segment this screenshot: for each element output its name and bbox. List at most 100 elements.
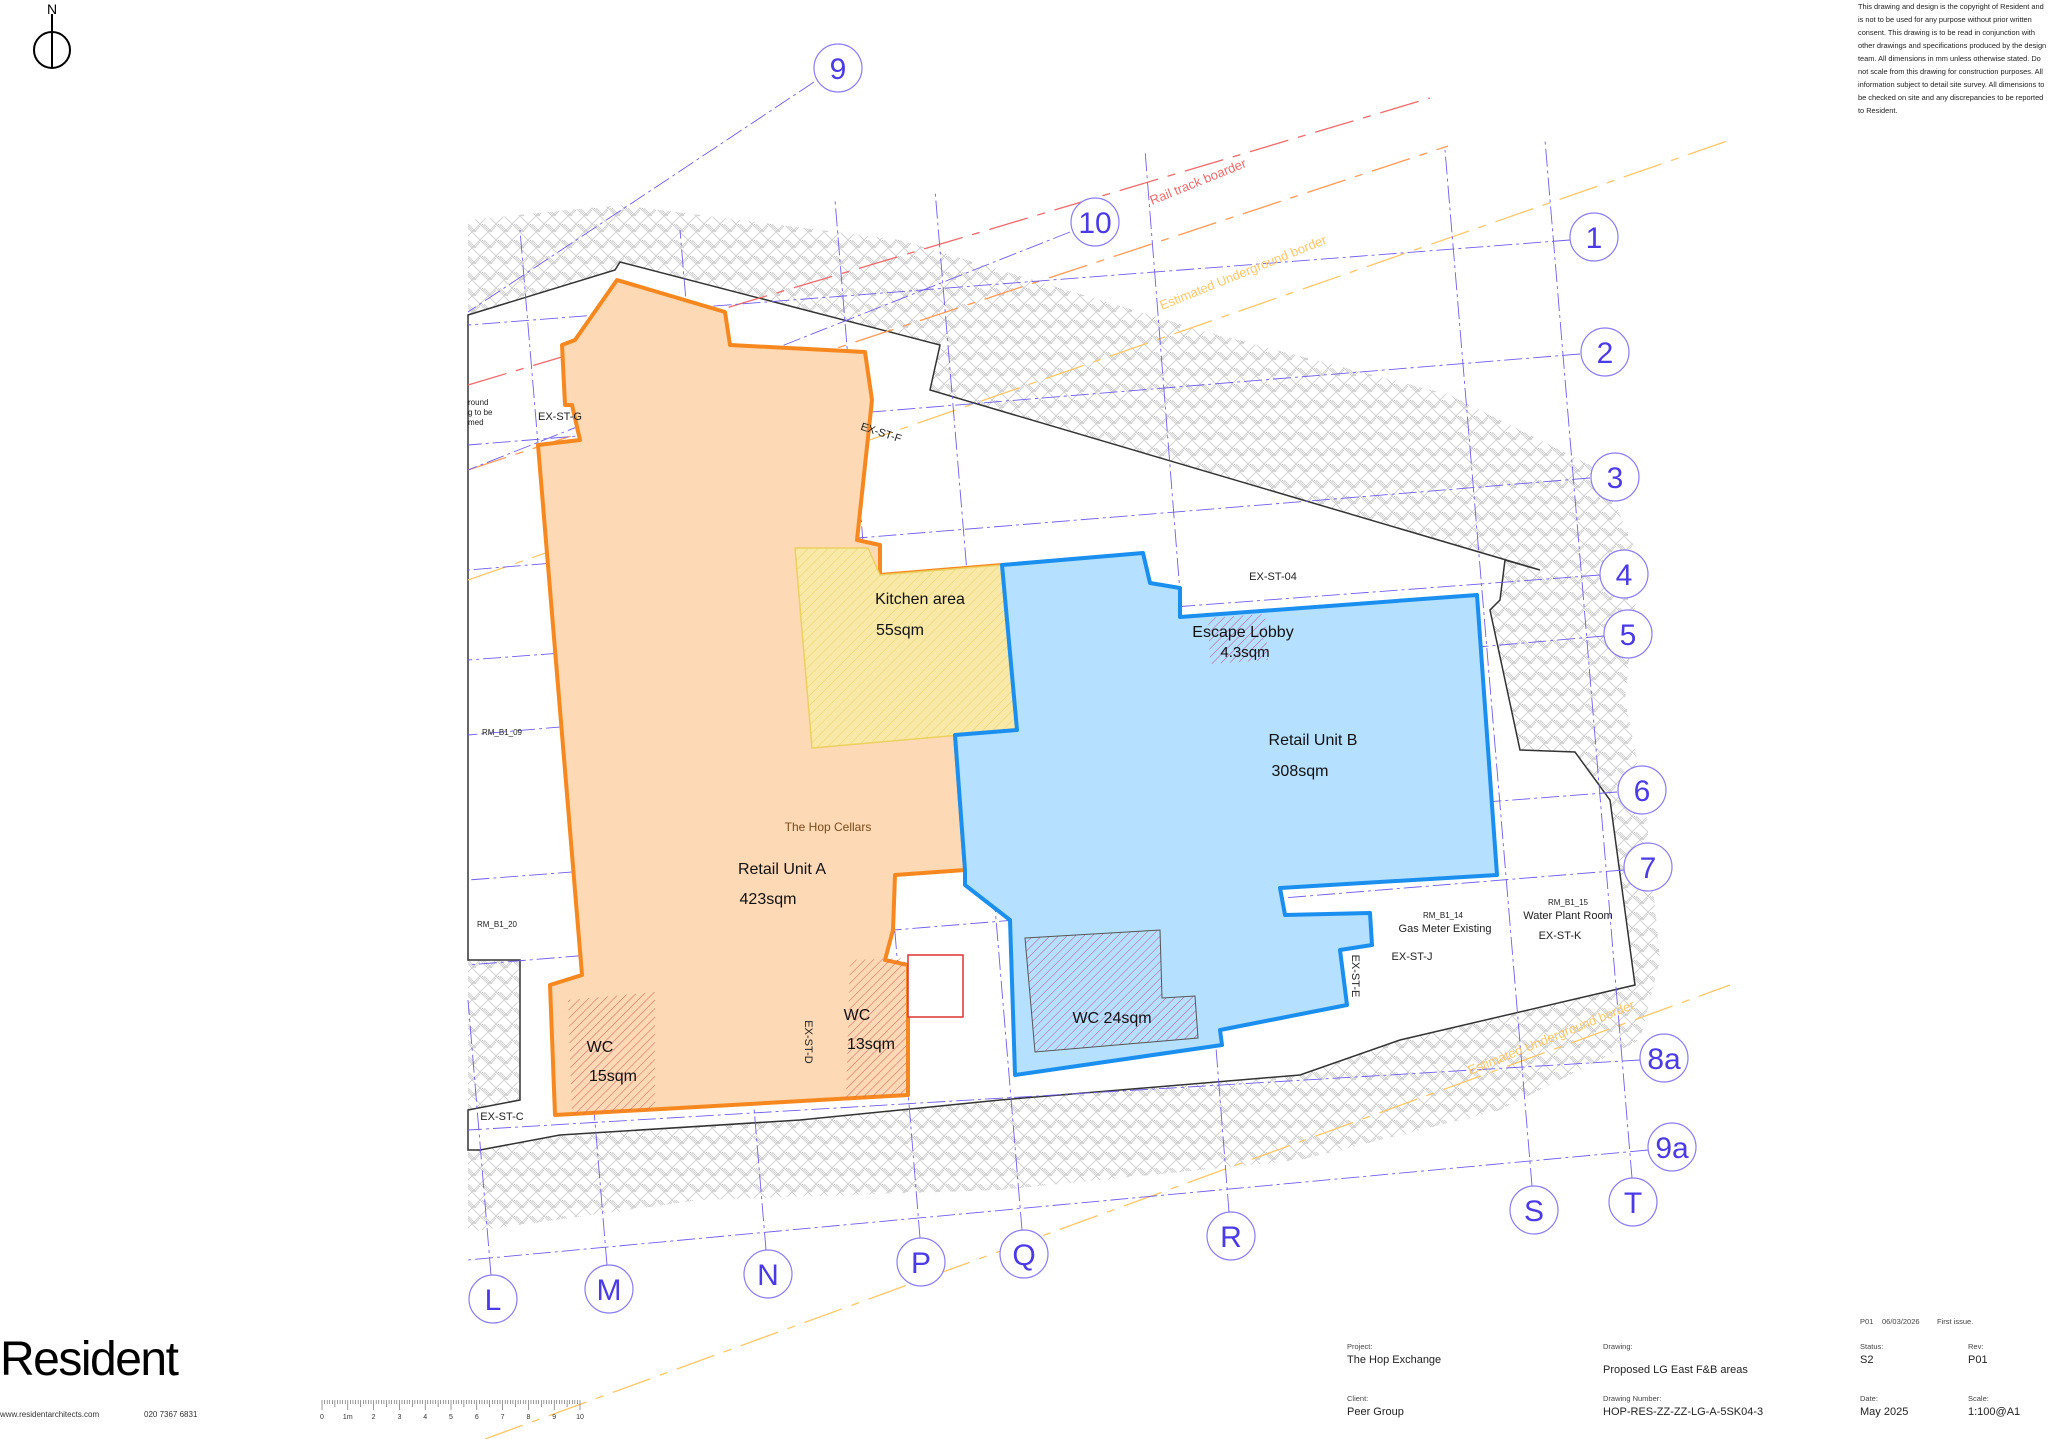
fragment-1: round: [468, 398, 488, 407]
wc-b-name: WC: [844, 1007, 871, 1024]
drawing-number-label: Drawing Number:: [1603, 1394, 1662, 1403]
stair-ex-st-04: EX-ST-04: [1249, 571, 1297, 583]
retail-b-area: 308sqm: [1272, 763, 1329, 780]
wc-15-hatch: [568, 992, 655, 1115]
rail-track-label: Rail track boarder: [1148, 155, 1249, 208]
grid-bubble-L: L: [468, 1274, 518, 1324]
scale-label: 1m: [343, 1414, 353, 1421]
grid-bubble-T: T: [1608, 1177, 1658, 1227]
stair-ex-st-c: EX-ST-C: [480, 1111, 523, 1123]
retail-unit-a-area[interactable]: [536, 278, 1019, 1117]
grid-bubble-label: N: [757, 1259, 779, 1292]
grid-bubble-label: 9a: [1655, 1132, 1689, 1165]
rm-b1-09-label: RM_B1_09: [482, 728, 523, 737]
wc-13-hatch: [846, 958, 908, 1098]
client-label: Client:: [1347, 1394, 1369, 1403]
grid-bubble-8a: 8a: [1639, 1033, 1689, 1083]
grid-bubble-label: 5: [1620, 619, 1637, 652]
grid-bubble-Q: Q: [999, 1229, 1049, 1279]
fragment-3: med: [468, 418, 484, 427]
retail-b-name: Retail Unit B: [1269, 732, 1358, 749]
scale-label: 0: [320, 1414, 324, 1421]
grid-bubble-P: P: [896, 1237, 946, 1287]
wc-a-area: 15sqm: [589, 1068, 637, 1085]
grid-bubble-6: 6: [1617, 765, 1667, 815]
retail-a-area: 423sqm: [740, 891, 797, 908]
grid-bubble-label: S: [1524, 1195, 1544, 1228]
grid-bubble-N: N: [743, 1249, 793, 1299]
gas-meter-ref: RM_B1_14: [1423, 911, 1464, 920]
kitchen-name: Kitchen area: [875, 591, 965, 608]
status-value: S2: [1860, 1354, 1874, 1366]
grid-bubble-label: M: [597, 1274, 622, 1307]
escape-lobby-hatch: [1208, 614, 1268, 664]
scale-label: 8: [526, 1414, 530, 1421]
north-arrow-icon: N: [33, 1, 71, 69]
drawing-label: Drawing:: [1603, 1342, 1633, 1351]
underground-line-bottom: [484, 984, 1731, 1439]
wc-b-area: 13sqm: [847, 1036, 895, 1053]
grid-bubble-5: 5: [1603, 609, 1653, 659]
project-value: The Hop Exchange: [1347, 1354, 1442, 1366]
escape-lobby-area: 4.3sqm: [1220, 644, 1269, 661]
date-label: Date:: [1860, 1394, 1878, 1403]
rm-b1-20-label: RM_B1_20: [477, 920, 518, 929]
grid-bubble-4: 4: [1599, 549, 1649, 599]
client-value: Peer Group: [1347, 1406, 1404, 1418]
grid-bubble-label: 8a: [1647, 1043, 1681, 1076]
grid-bubble-label: 3: [1607, 462, 1624, 495]
revision-note: First issue.: [1937, 1317, 1974, 1326]
rev-label: Rev:: [1968, 1342, 1984, 1351]
revision-rev: P01: [1860, 1317, 1874, 1326]
grid-bubble-label: 7: [1640, 852, 1657, 885]
grid-bubble-label: 4: [1616, 559, 1633, 592]
kitchen-hatch: [795, 548, 1017, 748]
date-value: May 2025: [1860, 1406, 1909, 1418]
scale-value: 1:100@A1: [1968, 1406, 2021, 1418]
grid-bubble-2: 2: [1580, 327, 1630, 377]
grid-bubble-1: 1: [1569, 212, 1619, 262]
wc-24-hatch: [1024, 929, 1199, 1053]
grid-bubbles: 9 10 1 2 3 4 5 6 7 8a 9aT S R Q P N M L: [468, 43, 1697, 1324]
grid-bubble-7: 7: [1623, 842, 1673, 892]
grid-bubble-label: 6: [1634, 775, 1651, 808]
resident-logo: Resident: [0, 1333, 179, 1386]
copyright-notes: This drawing and design is the copyright…: [1858, 2, 2047, 115]
scale-label: 7: [501, 1414, 505, 1421]
water-plant-name: Water Plant Room: [1523, 910, 1612, 922]
grid-bubble-R: R: [1206, 1211, 1256, 1261]
fragment-2: g to be: [468, 408, 493, 417]
water-plant-ref: RM_B1_15: [1548, 898, 1589, 907]
grid-bubble-M: M: [584, 1264, 634, 1314]
escape-lobby-name: Escape Lobby: [1192, 624, 1293, 641]
grid-bubble-label: 9: [830, 53, 847, 86]
website: www.residentarchitects.com: [0, 1410, 100, 1419]
underground-label-top: Estimated Underground border: [1158, 232, 1330, 313]
stair-ex-st-e: EX-ST-E: [1349, 955, 1361, 998]
retail-a-name: Retail Unit A: [738, 861, 826, 878]
grid-bubble-3: 3: [1590, 452, 1640, 502]
grid-bubble-label: 10: [1078, 207, 1111, 240]
grid-bubble-label: Q: [1012, 1239, 1035, 1272]
phone: 020 7367 6831: [144, 1410, 198, 1419]
north-label: N: [47, 1, 57, 17]
hop-cellars-label: The Hop Cellars: [785, 820, 872, 834]
scale-label: 10: [576, 1414, 584, 1421]
gas-meter-name: Gas Meter Existing: [1399, 923, 1492, 935]
project-label: Project:: [1347, 1342, 1373, 1351]
drawing-value: Proposed LG East F&B areas: [1603, 1364, 1748, 1376]
grid-bubble-label: R: [1220, 1221, 1242, 1254]
stair-ex-st-g: EX-ST-G: [538, 411, 582, 423]
stair-ex-st-d: EX-ST-D: [802, 1020, 814, 1063]
grid-bubble-label: 2: [1597, 337, 1614, 370]
scale-label: 2: [372, 1414, 376, 1421]
grid-bubble-label: T: [1624, 1187, 1642, 1220]
stair-ex-st-k: EX-ST-K: [1539, 930, 1582, 942]
scale-label: 5: [449, 1414, 453, 1421]
scale-label: 3: [397, 1414, 401, 1421]
grid-bubble-label: 1: [1586, 222, 1603, 255]
grid-bubble-9: 9: [813, 43, 863, 93]
red-room: [907, 954, 964, 1018]
